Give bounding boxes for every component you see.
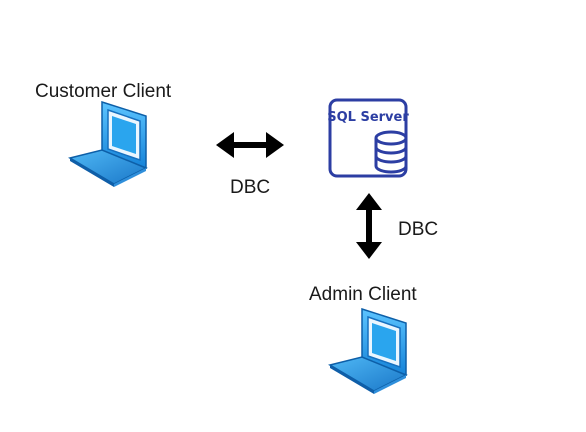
dbc-horizontal-label: DBC (230, 177, 271, 198)
customer-client-label: Customer Client (35, 81, 172, 102)
admin-client-label: Admin Client (309, 284, 417, 305)
sql-server-icon: SQL Server (328, 98, 409, 178)
vertical-double-arrow (356, 193, 382, 259)
dbc-vertical-label: DBC (398, 219, 439, 240)
admin-client-laptop-icon (328, 307, 408, 394)
horizontal-double-arrow (216, 132, 284, 158)
sql-server-label: SQL Server (328, 110, 409, 125)
customer-client-laptop-icon (68, 100, 148, 187)
